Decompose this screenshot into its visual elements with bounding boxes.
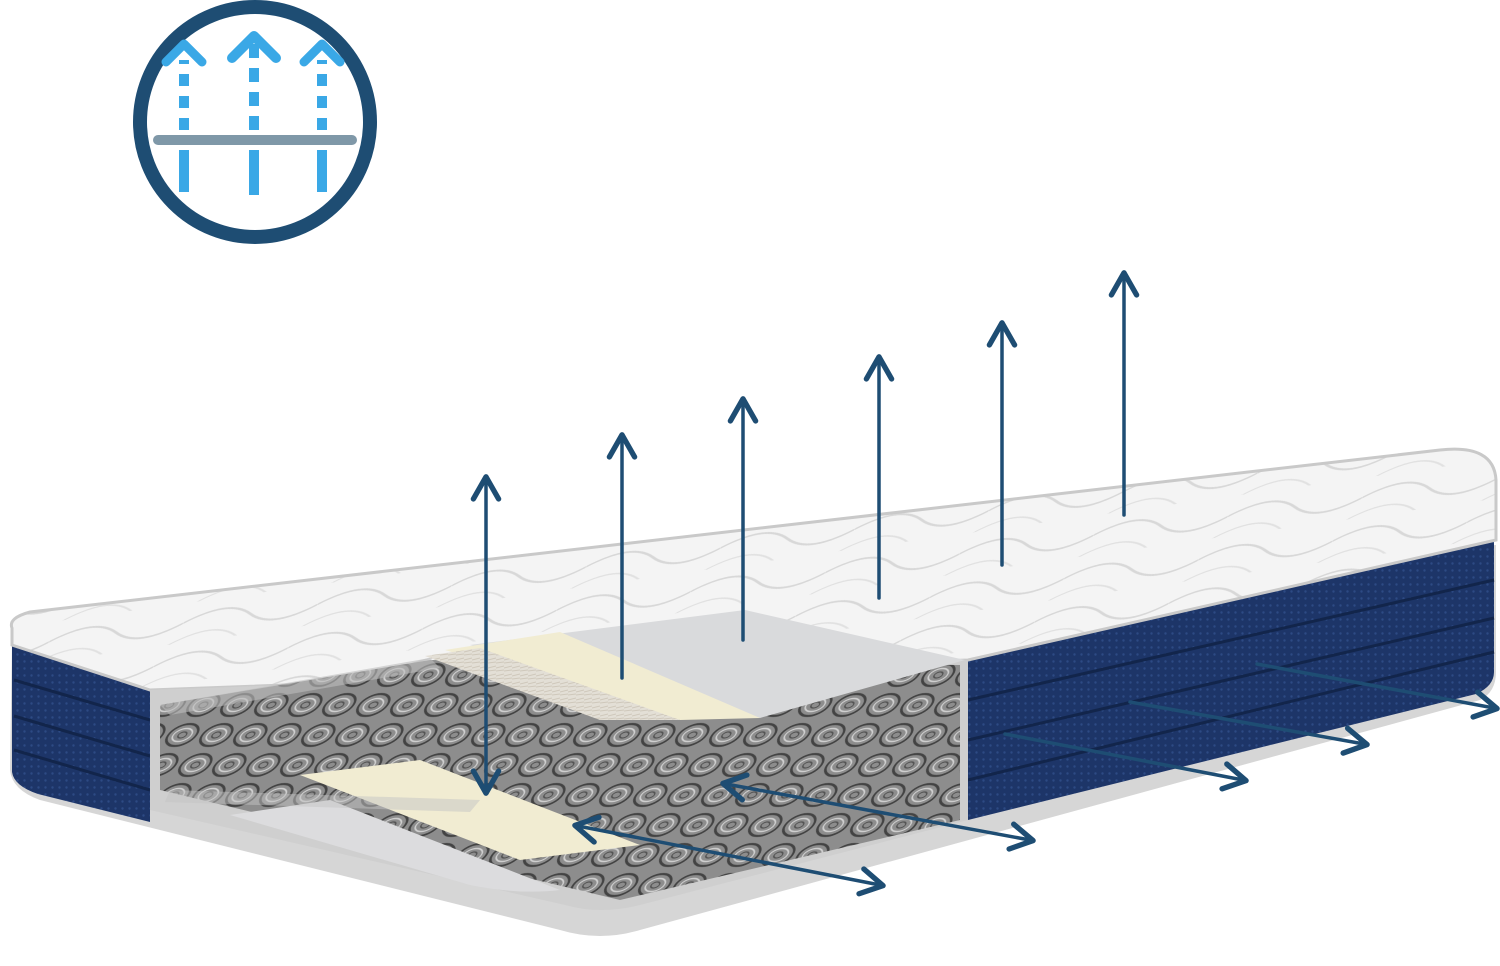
- mattress: [9, 447, 1498, 936]
- airflow-arrow-icon: [720, 772, 1036, 852]
- base-foam-layer: [230, 800, 560, 892]
- breathable-airflow-icon: [133, 0, 377, 244]
- airflow-arrow-icon: [1003, 732, 1249, 792]
- airflow-arrow-icon: [1255, 662, 1500, 720]
- comfort-foam-layer: [470, 610, 965, 718]
- airflow-arrow-icon: [572, 814, 886, 897]
- airflow-arrows: [470, 270, 1500, 897]
- airflow-arrow-icon: [1128, 700, 1370, 756]
